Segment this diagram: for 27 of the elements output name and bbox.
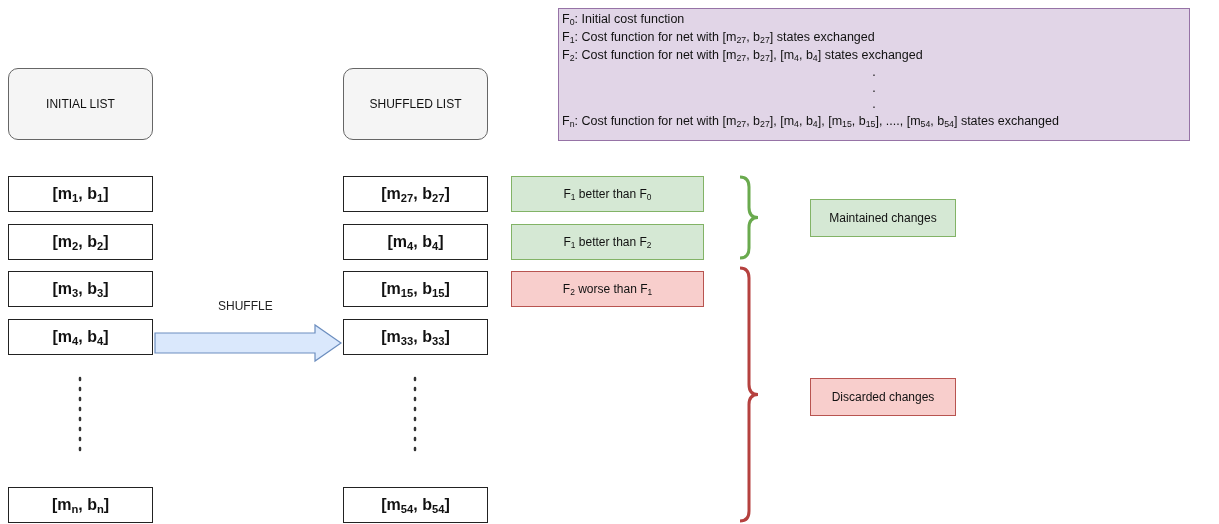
comparison-label: F$_{1}$ better than F$_{2}$ bbox=[511, 224, 704, 260]
list-item: [m$_{4}$, b$_{4}$] bbox=[343, 224, 488, 260]
outcome-label: Maintained changes bbox=[810, 199, 956, 237]
comparison-label: F$_{2}$ worse than F$_{1}$ bbox=[511, 271, 704, 307]
definition-text: F$_{n}$: Cost function for net with [m$_{27}$, b$_{27}$], [m$_{4}$, b$_{4}$], [m$_{15}$, b$_{15}$], ...., [m$_{54}$, b$_{54}$] states exchanged bbox=[562, 113, 1060, 130]
list-item: [m$_{4}$, b$_{4}$] bbox=[8, 319, 153, 355]
ellipsis-dot: . bbox=[871, 80, 877, 96]
list-heading: INITIAL LIST bbox=[8, 68, 153, 140]
list-item: [m$_{3}$, b$_{3}$] bbox=[8, 271, 153, 307]
list-item: [m$_{1}$, b$_{1}$] bbox=[8, 176, 153, 212]
comparison-label: F$_{1}$ better than F$_{0}$ bbox=[511, 176, 704, 212]
definition-text: F$_{1}$: Cost function for net with [m$_{27}$, b$_{27}$] states exchanged bbox=[562, 29, 876, 46]
block-arrow bbox=[154, 323, 343, 363]
list-item: [m$_{2}$, b$_{2}$] bbox=[8, 224, 153, 260]
list-item: [m$_{27}$, b$_{27}$] bbox=[343, 176, 488, 212]
edge-label: SHUFFLE bbox=[218, 299, 273, 313]
definitions-panel bbox=[558, 8, 1190, 141]
outcome-label: Discarded changes bbox=[810, 378, 956, 416]
ellipsis-dot: . bbox=[871, 64, 877, 80]
list-heading: SHUFFLED LIST bbox=[343, 68, 488, 140]
list-item: [m$_{33}$, b$_{33}$] bbox=[343, 319, 488, 355]
list-item: [m$_{54}$, b$_{54}$] bbox=[343, 487, 488, 523]
definition-text: F$_{2}$: Cost function for net with [m$_{27}$, b$_{27}$], [m$_{4}$, b$_{4}$] states exchanged bbox=[562, 47, 924, 64]
list-item: [m$_{15}$, b$_{15}$] bbox=[343, 271, 488, 307]
list-item: [m$_{n}$, b$_{n}$] bbox=[8, 487, 153, 523]
ellipsis-dot: . bbox=[871, 96, 877, 112]
definition-text: F$_{0}$: Initial cost function bbox=[562, 11, 686, 28]
